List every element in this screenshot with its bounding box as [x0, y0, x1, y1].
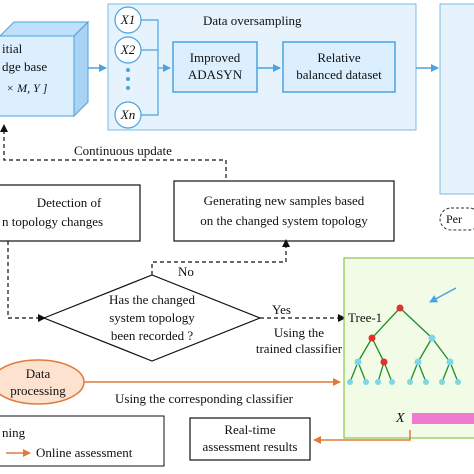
input-nodes [114, 6, 142, 129]
yes-label: Yes [272, 302, 291, 317]
realtime-box [189, 417, 311, 461]
kb-line1: itial [2, 41, 23, 56]
using-trained-line1: Using the [273, 325, 325, 340]
decision-line2: system topology [109, 310, 195, 325]
using-trained-line2: trained classifier [255, 341, 343, 356]
right-partial-label: Per [446, 212, 462, 226]
continuous-update-label: Continuous update [72, 143, 174, 159]
legend-offline-label: ning [2, 425, 26, 440]
detection-line2: n topology changes [2, 214, 104, 229]
improved-line2: ADASYN [187, 67, 243, 82]
no-label: No [178, 264, 194, 279]
detection-to-decision [7, 241, 40, 319]
decision-line1: Has the changed [109, 292, 195, 307]
improved-adasyn-box [172, 41, 258, 93]
generating-line2: on the changed system topology [200, 213, 368, 228]
x-label: X [396, 411, 405, 426]
generating-line1: Generating new samples based [203, 193, 365, 208]
using-corresponding-label: Using the corresponding classifier [115, 391, 293, 406]
knowledge-base-cube [0, 20, 90, 118]
kb-line3: × M, Y ] [6, 81, 48, 95]
orange-arrow-to-results [313, 430, 411, 444]
kb-line2: dge base [2, 59, 48, 74]
legend-box [0, 415, 165, 467]
balanced-dataset-box [282, 41, 396, 93]
input-x1-label: X1 [120, 12, 136, 27]
panel-pointer-arrow [429, 287, 457, 303]
improved-line1: Improved [189, 50, 241, 65]
continuous-update-path [3, 130, 227, 178]
right-partial-pill [439, 207, 474, 231]
realtime-line1: Real-time [224, 422, 276, 437]
oversampling-title: Data oversampling [203, 13, 302, 28]
data-processing-line2: processing [10, 383, 66, 398]
legend-online-label: Online assessment [36, 445, 133, 460]
generating-box [173, 180, 395, 242]
tree-label: Tree-1 [348, 310, 383, 325]
data-processing-line1: Data [25, 366, 51, 381]
balanced-line1: Relative [317, 50, 361, 65]
no-path [151, 245, 287, 275]
detection-line1: Detection of [36, 195, 102, 210]
realtime-line2: assessment results [202, 439, 298, 454]
input-x-bar [412, 413, 474, 424]
input-connectors [141, 19, 171, 116]
balanced-line2: balanced dataset [296, 67, 382, 82]
decision-line3: been recorded ? [110, 328, 194, 343]
right-panel-partial [439, 3, 474, 195]
tree-nodes [347, 304, 461, 385]
decision-tree [349, 307, 459, 383]
classifier-panel [343, 257, 474, 439]
input-x2-label: X2 [120, 42, 136, 57]
detection-box [0, 184, 141, 242]
input-xn-label: Xn [120, 107, 136, 122]
